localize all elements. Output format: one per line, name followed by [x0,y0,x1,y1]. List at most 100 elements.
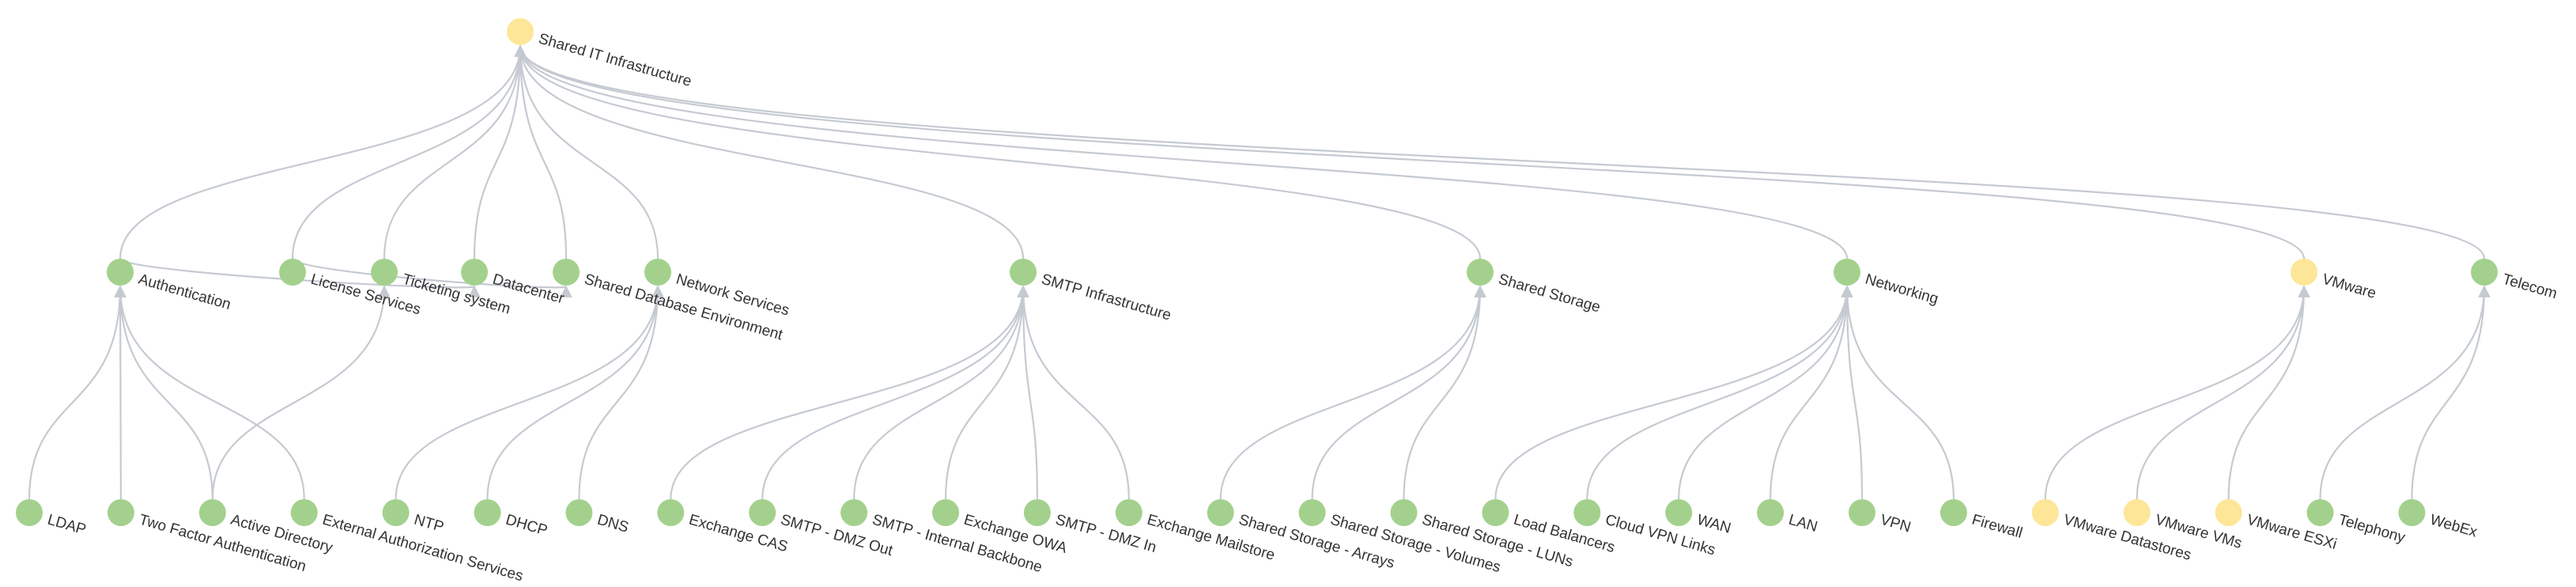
node-status-dot[interactable] [474,499,501,526]
edge-datacenter-to-shared-it-infrastructure [473,44,527,259]
node-status-dot[interactable] [1298,499,1326,526]
node-status-dot[interactable] [749,499,776,526]
node-label: LDAP [46,512,89,539]
edge-license-services-to-shared-it-infrastructure [291,44,527,259]
node-smtp-infrastructure[interactable]: SMTP Infrastructure [1010,259,1173,324]
edge-vpn-to-networking [1841,285,1864,500]
node-status-dot[interactable] [1849,499,1875,526]
node-label: SMTP - DMZ In [1054,512,1158,556]
node-status-dot[interactable] [644,259,671,286]
edge-shared-storage-to-shared-it-infrastructure [514,44,1482,259]
node-label: DNS [595,512,630,536]
edge-ticketing-system-to-shared-it-infrastructure [383,44,527,259]
edge-shared-storage-volumes-to-shared-storage [1311,285,1486,500]
node-status-dot[interactable] [1482,499,1509,526]
node-status-dot[interactable] [1010,259,1037,286]
node-label: DHCP [504,512,550,540]
node-status-dot[interactable] [2398,499,2426,526]
node-status-dot[interactable] [2123,499,2151,526]
node-status-dot[interactable] [2471,259,2498,286]
edge-layer [28,44,2491,500]
node-status-dot[interactable] [1023,499,1051,526]
node-layer: Shared IT InfrastructureAuthenticationLD… [16,18,2559,585]
node-status-dot[interactable] [840,499,868,526]
edge-vmware-to-shared-it-infrastructure [514,44,2306,259]
edge-networking-to-shared-it-infrastructure [514,44,1849,259]
edge-authentication-to-shared-it-infrastructure [119,44,527,259]
node-status-dot[interactable] [1665,499,1693,526]
node-status-dot[interactable] [382,499,410,526]
node-status-dot[interactable] [290,499,318,526]
node-shared-storage[interactable]: Shared Storage [1467,259,1602,316]
node-label: NTP [412,512,445,536]
node-label: Networking [1864,271,1940,308]
node-ldap[interactable]: LDAP [16,499,88,538]
edge-cloud-vpn-links-to-networking [1586,285,1853,500]
node-status-dot[interactable] [198,499,226,526]
node-status-dot[interactable] [507,18,534,45]
edge-exchange-cas-to-smtp-infrastructure [670,285,1029,500]
node-status-dot[interactable] [1467,259,1494,286]
node-status-dot[interactable] [1940,499,1967,526]
node-label: WebEx [2428,512,2480,541]
node-status-dot[interactable] [932,499,959,526]
node-firewall[interactable]: Firewall [1940,499,2024,542]
edge-license-services-to-shared-database-environment [291,257,572,298]
edge-smtp-internal-backbone-to-smtp-infrastructure [853,285,1029,500]
node-label: WAN [1695,512,1733,537]
edge-external-authorization-services-to-authentication [114,285,305,500]
node-status-dot[interactable] [1573,499,1601,526]
node-status-dot[interactable] [2031,499,2059,526]
edge-exchange-mailstore-to-smtp-infrastructure [1017,285,1130,500]
node-networking[interactable]: Networking [1834,259,1940,308]
node-status-dot[interactable] [279,259,306,286]
edge-dns-to-network-services [578,285,664,500]
node-dns[interactable]: DNS [565,499,630,536]
edge-telephony-to-telecom [2319,285,2491,500]
node-status-dot[interactable] [107,259,134,286]
node-lan[interactable]: LAN [1757,499,1819,536]
node-status-dot[interactable] [2291,259,2317,286]
edge-firewall-to-networking [1841,285,1955,500]
node-label: Shared Storage [1497,271,1603,316]
node-label: VPN [1879,512,1913,536]
edge-ntp-to-network-services [395,285,664,500]
node-label: LAN [1787,512,1819,536]
edge-shared-database-environment-to-shared-it-infrastructure [514,44,568,259]
node-status-dot[interactable] [461,259,488,286]
node-label: SMTP - Internal Backbone [871,512,1044,577]
node-label: Firewall [1970,512,2025,542]
edge-shared-storage-luns-to-shared-storage [1403,285,1486,500]
edge-telecom-to-shared-it-infrastructure [514,44,2486,259]
edge-smtp-dmz-in-to-smtp-infrastructure [1017,285,1038,500]
node-label: SMTP Infrastructure [1040,271,1173,324]
node-status-dot[interactable] [16,499,43,526]
node-status-dot[interactable] [107,499,134,526]
node-webex[interactable]: WebEx [2398,499,2480,541]
edge-vmware-vms-to-vmware [2136,285,2310,500]
node-license-services[interactable]: License Services [279,259,422,318]
node-status-dot[interactable] [657,499,685,526]
node-status-dot[interactable] [1757,499,1785,526]
node-status-dot[interactable] [2306,499,2334,526]
node-label: Telephony [2336,512,2408,547]
node-status-dot[interactable] [1115,499,1143,526]
edge-lan-to-networking [1770,285,1853,500]
edge-vmware-datastores-to-vmware [2044,285,2310,500]
node-authentication[interactable]: Authentication [107,259,232,313]
node-vpn[interactable]: VPN [1849,499,1913,536]
node-status-dot[interactable] [1390,499,1418,526]
edge-load-balancers-to-networking [1494,285,1853,500]
node-status-dot[interactable] [1834,259,1860,286]
node-status-dot[interactable] [2215,499,2242,526]
node-label: VMware [2321,271,2378,302]
node-status-dot[interactable] [553,259,580,286]
node-label: Authentication [137,271,233,313]
node-status-dot[interactable] [565,499,593,526]
edge-two-factor-authentication-to-authentication [114,285,127,500]
node-status-dot[interactable] [1207,499,1234,526]
edge-active-directory-to-authentication [114,285,213,500]
node-status-dot[interactable] [371,259,398,286]
node-dhcp[interactable]: DHCP [474,499,550,540]
